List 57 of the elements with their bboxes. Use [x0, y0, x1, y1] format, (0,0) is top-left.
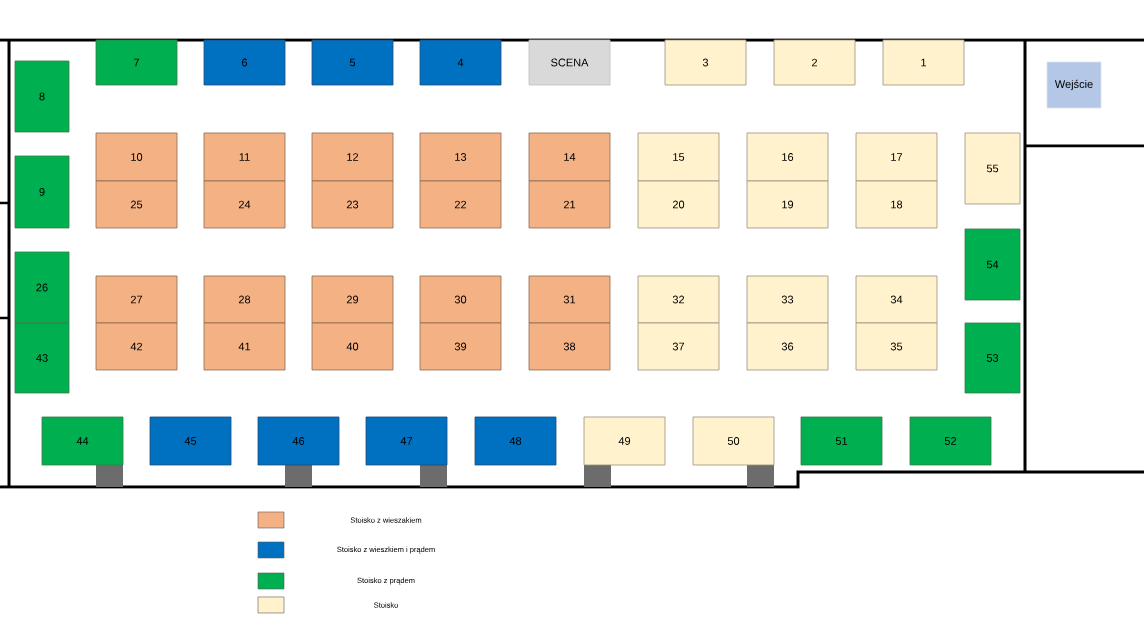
booth-box: 6	[203, 39, 286, 86]
entrance-box: Wejście	[1046, 61, 1102, 109]
booth-box: 46	[257, 416, 340, 466]
booth-box: 29	[311, 275, 394, 324]
booth-box: 48	[474, 416, 557, 466]
booth-box: 30	[419, 275, 502, 324]
booth-box: 45	[149, 416, 232, 466]
booth-box: 27	[95, 275, 178, 324]
booth-box: 52	[909, 416, 992, 466]
booth-box: 15	[637, 132, 720, 182]
booth-box: 51	[800, 416, 883, 466]
booth-box: 47	[365, 416, 448, 466]
booth-box: 3	[664, 39, 747, 86]
booth-box: 18	[855, 180, 938, 229]
booth-box: 4	[419, 39, 502, 86]
booth-box: 33	[746, 275, 829, 324]
booth-box: 9	[14, 155, 70, 229]
booth-box: 8	[14, 60, 70, 133]
booth-box: 21	[528, 180, 611, 229]
booth-box: 53	[964, 322, 1021, 394]
booth-box: 11	[203, 132, 286, 182]
booth-box: 54	[964, 228, 1021, 301]
booth-box: 14	[528, 132, 611, 182]
booth-box: 35	[855, 322, 938, 371]
booth-box: 36	[746, 322, 829, 371]
booth-box: 32	[637, 275, 720, 324]
booth-box: 7	[95, 39, 178, 86]
booth-box: 12	[311, 132, 394, 182]
booth-box: 41	[203, 322, 286, 371]
booth-box: 34	[855, 275, 938, 324]
booth-box: 20	[637, 180, 720, 229]
booth-box: 31	[528, 275, 611, 324]
booth-box: 26	[14, 251, 70, 324]
booth-box: 16	[746, 132, 829, 182]
stage-box: SCENA	[528, 39, 611, 86]
booth-box: 5	[311, 39, 394, 86]
booth-box: 25	[95, 180, 178, 229]
booth-box: 44	[41, 416, 124, 466]
booth-box: 19	[746, 180, 829, 229]
booth-box: 38	[528, 322, 611, 371]
booth-box: 10	[95, 132, 178, 182]
booth-box: 24	[203, 180, 286, 229]
booth-box: 42	[95, 322, 178, 371]
booth-box: 40	[311, 322, 394, 371]
booth-box: 50	[692, 416, 775, 466]
booth-box: 17	[855, 132, 938, 182]
booth-box: 55	[964, 132, 1021, 205]
booth-box: 43	[14, 322, 70, 394]
booth-box: 23	[311, 180, 394, 229]
booth-box: 28	[203, 275, 286, 324]
booth-box: 37	[637, 322, 720, 371]
booth-box: 39	[419, 322, 502, 371]
booth-box: 2	[773, 39, 856, 86]
booth-box: 22	[419, 180, 502, 229]
booth-box: 49	[583, 416, 666, 466]
booth-box: 13	[419, 132, 502, 182]
booth-box: 1	[882, 39, 965, 86]
